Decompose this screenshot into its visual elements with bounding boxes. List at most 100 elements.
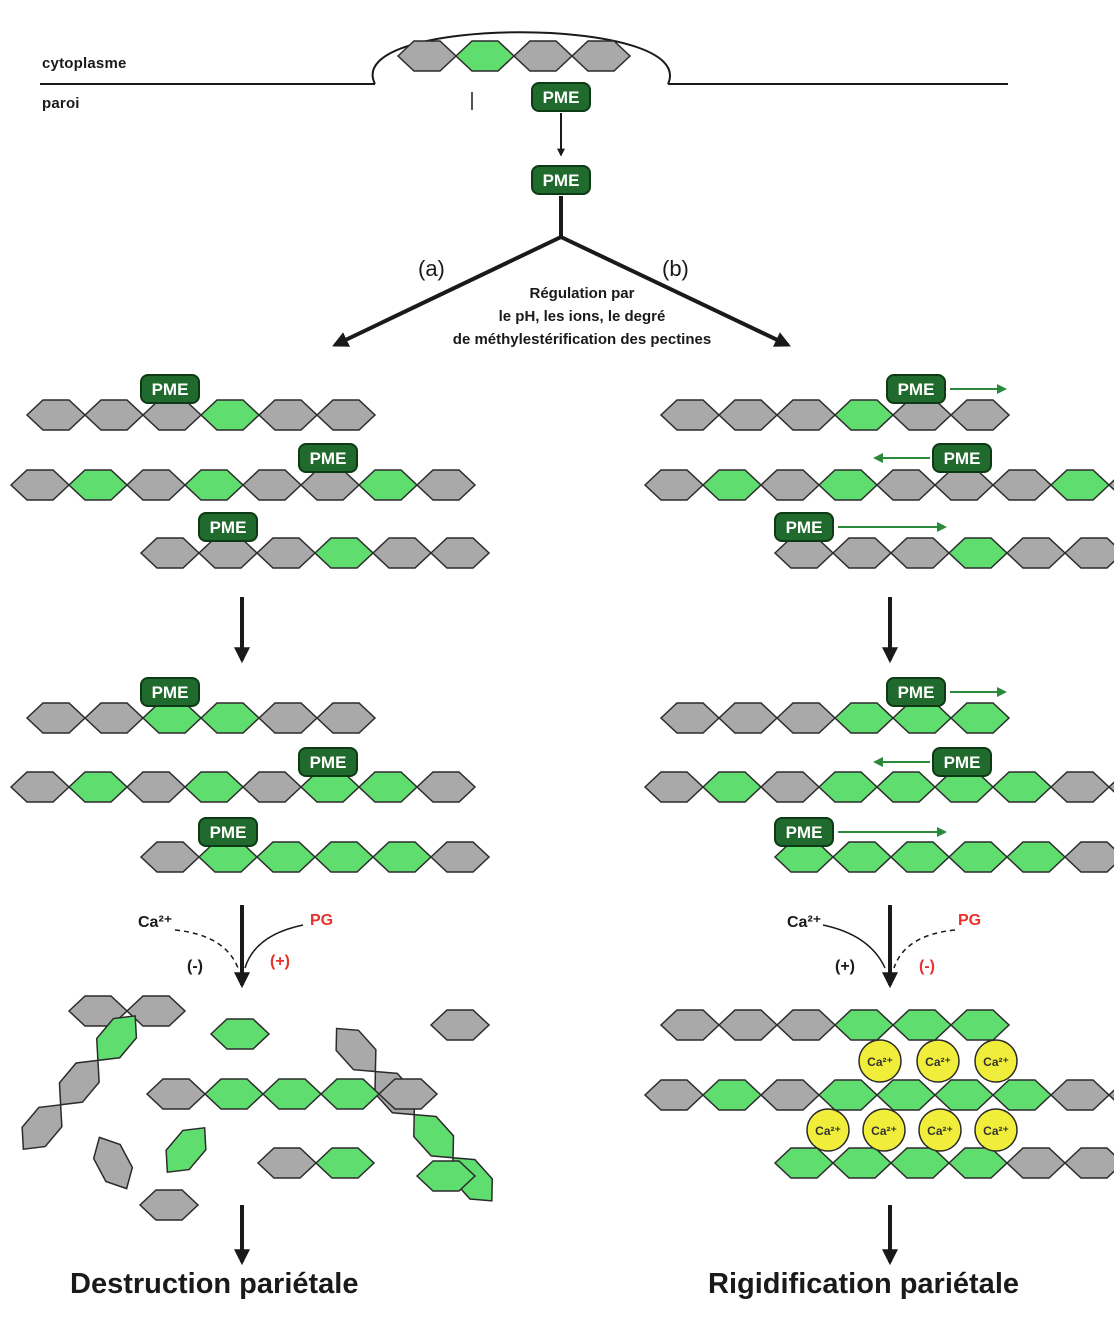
methylated-unit <box>759 771 821 803</box>
outcome-rigidification-title: Rigidification pariétale <box>708 1268 1019 1300</box>
demethylated-unit <box>203 1078 265 1110</box>
demethylated-unit <box>183 771 245 803</box>
calcium-bead-label: Ca²⁺ <box>983 1055 1009 1069</box>
demethylated-unit <box>833 1009 895 1041</box>
methylated-unit <box>875 469 937 501</box>
minus-label-left: (-) <box>187 958 203 975</box>
pme-enzyme-label: PME <box>543 88 580 107</box>
methylated-unit <box>429 1009 491 1041</box>
methylated-unit <box>83 399 145 431</box>
calcium-bead <box>974 1039 1018 1083</box>
methylated-unit <box>759 1079 821 1111</box>
methylated-unit <box>256 1147 318 1179</box>
demethylated-unit <box>949 1009 1011 1041</box>
calcium-bead-label: Ca²⁺ <box>983 1124 1009 1138</box>
branch-a-label: (a) <box>418 256 445 281</box>
methylated-unit <box>1063 1147 1114 1179</box>
methylated-unit <box>9 469 71 501</box>
demethylated-unit <box>833 399 895 431</box>
pme-enzyme-box <box>198 512 258 542</box>
cytoplasm-label: cytoplasme <box>42 55 127 72</box>
methylated-unit <box>889 537 951 569</box>
demethylated-unit <box>991 1079 1053 1111</box>
methylated-unit <box>1107 479 1114 491</box>
minus-label-right: (-) <box>919 958 935 975</box>
outcome-destruction-title: Destruction pariétale <box>70 1268 359 1300</box>
methylated-unit <box>141 399 203 431</box>
demethylated-unit <box>454 40 516 72</box>
methylated-unit <box>1063 841 1114 873</box>
methylated-unit <box>1063 537 1114 569</box>
demethylated-unit <box>165 1126 207 1174</box>
methylated-unit <box>831 537 893 569</box>
pme-enzyme-label: PME <box>310 449 347 468</box>
branch-arrow-b <box>560 235 791 347</box>
calcium-bead-label: Ca²⁺ <box>871 1124 897 1138</box>
demethylated-unit <box>199 399 261 431</box>
calcium-bead <box>858 1039 902 1083</box>
demethylated-unit <box>889 1147 951 1179</box>
wall-label: paroi <box>42 95 80 112</box>
demethylated-unit <box>199 702 261 734</box>
methylated-unit <box>138 1189 200 1221</box>
methylated-unit <box>257 399 319 431</box>
demethylated-unit <box>817 1079 879 1111</box>
demethylated-unit <box>701 469 763 501</box>
demethylated-unit <box>891 702 953 734</box>
methylated-unit <box>257 702 319 734</box>
pme-enzyme-label: PME <box>210 823 247 842</box>
pme-enzyme-label: PME <box>210 518 247 537</box>
methylated-unit <box>315 702 377 734</box>
methylated-unit <box>125 995 187 1027</box>
demethylated-unit <box>209 1018 271 1050</box>
methylated-unit <box>1049 771 1111 803</box>
methylated-unit <box>643 1079 705 1111</box>
calcium-label-left: Ca²⁺ <box>138 914 173 931</box>
demethylated-unit <box>313 537 375 569</box>
methylated-unit <box>775 702 837 734</box>
pg-label-left: PG <box>310 912 334 929</box>
demethylated-unit <box>875 1079 937 1111</box>
methylated-unit <box>125 469 187 501</box>
demethylated-unit <box>261 1078 323 1110</box>
demethylated-unit <box>357 469 419 501</box>
calcium-inhibit-path <box>174 929 239 969</box>
demethylated-unit <box>889 841 951 873</box>
demethylated-unit <box>255 841 317 873</box>
pme-enzyme-box <box>298 443 358 473</box>
pme-enzyme-box <box>932 747 992 777</box>
calcium-label-right: Ca²⁺ <box>787 914 822 931</box>
calcium-bead-label: Ca²⁺ <box>867 1055 893 1069</box>
pme-enzyme-box <box>531 82 591 112</box>
calcium-activate-path <box>822 924 886 969</box>
calcium-bead <box>862 1108 906 1152</box>
pme-enzyme-label: PME <box>543 171 580 190</box>
demethylated-unit <box>95 1015 138 1062</box>
methylated-unit <box>717 399 779 431</box>
methylated-unit <box>933 469 995 501</box>
methylated-unit <box>429 841 491 873</box>
regulation-text: Régulation par le pH, les ions, le degré… <box>372 282 792 351</box>
methylated-unit <box>991 469 1053 501</box>
branch-arrow-a <box>332 235 562 347</box>
pme-enzyme-box <box>886 677 946 707</box>
methylated-unit <box>1107 781 1114 793</box>
methylated-unit <box>139 537 201 569</box>
methylated-unit <box>9 771 71 803</box>
methylated-unit <box>139 841 201 873</box>
calcium-bead-label: Ca²⁺ <box>815 1124 841 1138</box>
methylated-unit <box>25 399 87 431</box>
methylated-unit <box>775 399 837 431</box>
methylated-unit <box>570 40 632 72</box>
methylated-unit <box>1005 1147 1067 1179</box>
methylated-unit <box>25 702 87 734</box>
demethylated-unit <box>183 469 245 501</box>
demethylated-unit <box>831 1147 893 1179</box>
calcium-bead <box>918 1108 962 1152</box>
demethylated-unit <box>949 702 1011 734</box>
demethylated-unit <box>875 771 937 803</box>
methylated-unit <box>643 469 705 501</box>
methylated-unit <box>512 40 574 72</box>
calcium-bead <box>974 1108 1018 1152</box>
methylated-unit <box>377 1078 439 1110</box>
